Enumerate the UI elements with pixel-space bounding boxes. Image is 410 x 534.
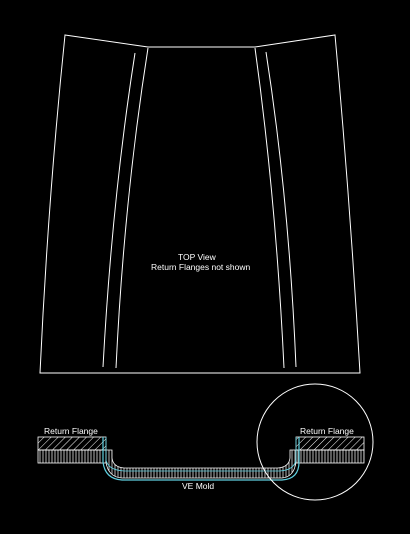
right-channel-outer [265, 51, 297, 368]
mold-label: VE Mold [182, 481, 215, 491]
hood-outline [39, 34, 361, 374]
detail-circle [256, 383, 374, 501]
mold-surface [102, 437, 300, 481]
right-flange-hatch [295, 436, 365, 451]
left-channel-inner [115, 47, 149, 369]
top-view-title: TOP View [178, 252, 216, 262]
right-flange-label: Return Flange [300, 426, 354, 436]
mold-surface-inner [105, 437, 297, 472]
left-channel-outer [102, 52, 136, 368]
section-view [37, 383, 374, 501]
right-channel-inner [254, 47, 285, 369]
right-flange-base [295, 449, 365, 464]
left-flange-hatch [37, 436, 107, 451]
left-flange-base [37, 449, 107, 464]
top-view-outline [39, 34, 361, 374]
channel-body [105, 449, 297, 479]
top-view-subtitle: Return Flanges not shown [151, 262, 251, 272]
left-flange-label: Return Flange [44, 426, 98, 436]
